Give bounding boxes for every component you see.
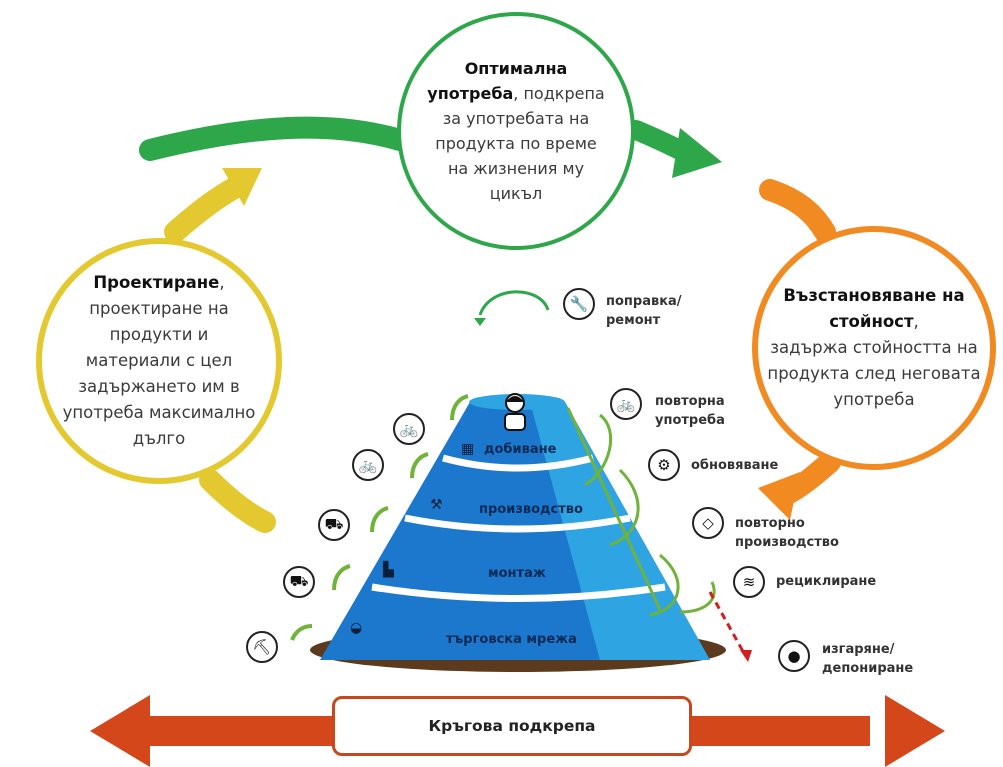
left-text-6: дълго	[132, 429, 186, 448]
tier-line-3	[371, 583, 666, 602]
label-remanufacture: повторно производство	[735, 514, 839, 552]
label-reuse: повторна употреба	[655, 392, 725, 430]
circle-value-recovery: Възстановяване на стойност, задържа стой…	[752, 226, 996, 470]
label-repair-1: поправка/	[606, 294, 682, 309]
right-text-1: задържа стойността на	[770, 338, 978, 357]
mining-truck-icon: ⛟	[283, 566, 315, 598]
label-incinerate: изгаряне/ депониране	[822, 640, 913, 678]
left-bold: Проектиране	[93, 273, 220, 292]
bicycle-icon: 🚲	[352, 449, 384, 481]
arrow-left-2	[410, 452, 429, 479]
bicycle-icon: 🚲	[393, 413, 425, 445]
label-incinerate-2: депониране	[822, 661, 914, 676]
tier-line-2	[404, 514, 631, 533]
robot-arm-icon: ⚒	[430, 497, 443, 513]
factory-icon: ▙	[383, 562, 394, 578]
waste-path	[708, 591, 747, 656]
circular-support-label: Кръгова подкрепа	[428, 717, 596, 735]
frame-icon: ◇	[692, 507, 724, 539]
label-repair-2: ремонт	[606, 313, 661, 328]
top-text-1: за употребата на	[442, 109, 590, 128]
green-arrowhead	[672, 128, 722, 178]
mine-cart-icon: ◒	[350, 620, 363, 636]
arrow-left-4	[332, 564, 351, 591]
left-text-after: ,	[219, 273, 225, 292]
loop-remanufacture	[609, 468, 640, 547]
circle-design: Проектиране, проектиране на продукти и м…	[36, 238, 282, 484]
label-recycle: рециклиране	[776, 574, 877, 589]
tier-label-2: производство	[479, 502, 583, 517]
label-reuse-2: употреба	[655, 413, 725, 428]
label-remanufacture-2: производство	[735, 535, 839, 550]
loop-recycle	[649, 553, 680, 617]
label-refurbish: обновяване	[691, 458, 779, 473]
loop-reuse	[566, 407, 662, 611]
shop-icon: ▦	[461, 441, 475, 457]
arrow-left-5	[290, 624, 313, 641]
bicycle-parts-icon: ⚙	[648, 449, 680, 481]
loop-repair	[478, 290, 550, 316]
top-text-3: на жизнения му	[447, 159, 585, 178]
arrow-left-1	[450, 394, 469, 421]
left-text-4: задържането им в	[78, 377, 240, 396]
circular-support-arrow-left	[90, 695, 150, 767]
label-reuse-1: повторна	[655, 394, 725, 409]
circular-support-box: Кръгова подкрепа	[332, 696, 692, 756]
orange-arrowhead	[758, 472, 800, 520]
label-incinerate-1: изгаряне/	[822, 642, 895, 657]
right-text-3: употреба	[833, 390, 915, 409]
green-cycle-arrow	[139, 116, 411, 161]
arrow-left-3	[370, 506, 389, 533]
right-bold-2: стойност	[829, 312, 914, 331]
yellow-arrowhead	[222, 168, 262, 206]
label-repair: поправка/ ремонт	[606, 292, 682, 330]
top-bold-1: Оптимална	[464, 59, 568, 78]
loop-refurbish	[584, 413, 613, 487]
bicycle-icon: 🚲	[610, 388, 642, 420]
waste-bag-icon: ●	[778, 640, 810, 672]
circular-support-arrow-right	[885, 695, 945, 767]
yellow-cycle-arrow-bottom	[199, 469, 276, 533]
top-bold-2: употреба	[427, 84, 514, 103]
tier-label-4: търговска мрежа	[446, 632, 577, 647]
pyramid-light-side	[530, 402, 710, 660]
loop-recycle-2	[679, 581, 716, 614]
top-text-2: продукта по време	[435, 134, 597, 153]
top-text-after: , подкрепа	[513, 84, 605, 103]
person-icon	[504, 393, 526, 431]
right-text-after: ,	[913, 312, 919, 331]
right-text-2: продукта след неговата	[767, 364, 981, 383]
tier-label-3: монтаж	[488, 566, 546, 581]
truck-icon: ⛟	[318, 509, 350, 541]
pickaxe-icon: ⛏	[246, 631, 278, 663]
left-text-3: материали с цел	[85, 351, 233, 370]
left-text-5: употреба максимално	[62, 403, 256, 422]
top-text-4: цикъл	[489, 184, 543, 203]
circle-optimal-use: Оптимална употреба, подкрепа за употреба…	[397, 12, 635, 250]
right-bold-1: Възстановяване на	[783, 286, 965, 305]
left-text-1: проектиране на	[89, 299, 229, 318]
scrap-icon: ≋	[733, 566, 765, 598]
yellow-cycle-arrow	[164, 174, 251, 243]
wrench-icon: 🔧	[563, 288, 595, 320]
orange-cycle-arrow	[759, 179, 836, 243]
left-text-2: продукти и	[109, 325, 209, 344]
tier-line-1	[442, 454, 594, 472]
tier-label-1: добиване	[484, 442, 557, 457]
label-remanufacture-1: повторно	[735, 516, 805, 531]
